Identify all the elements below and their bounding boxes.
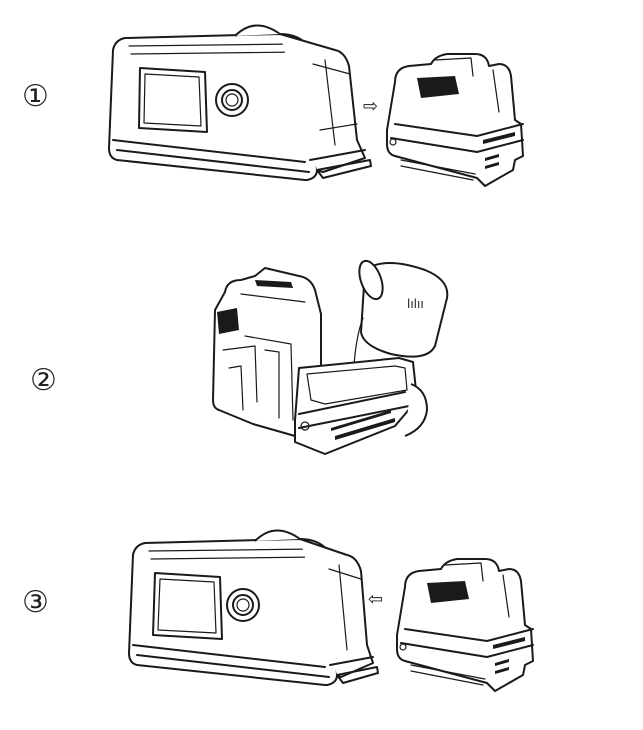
cpap-main-unit bbox=[108, 24, 372, 181]
step-3-arrow: ⇦ bbox=[368, 589, 383, 610]
step-3-device-illustration: ⇦ bbox=[128, 529, 534, 692]
step-2-number: ② bbox=[30, 363, 57, 398]
step-1-arrow: ⇨ bbox=[363, 96, 378, 117]
display-screen bbox=[152, 572, 223, 640]
display-screen bbox=[138, 67, 208, 133]
step-1-device-illustration: ⇨ bbox=[108, 24, 524, 187]
step-1-number: ① bbox=[22, 79, 49, 114]
water-tank bbox=[386, 53, 524, 187]
beaker-measurement-marks: lılıı bbox=[407, 297, 424, 311]
cpap-main-unit bbox=[128, 529, 379, 686]
water-tank bbox=[396, 558, 534, 692]
step-2-filling-illustration: lılıı bbox=[212, 259, 449, 455]
step-3-number: ③ bbox=[22, 585, 49, 620]
water-tank-open bbox=[212, 267, 428, 455]
